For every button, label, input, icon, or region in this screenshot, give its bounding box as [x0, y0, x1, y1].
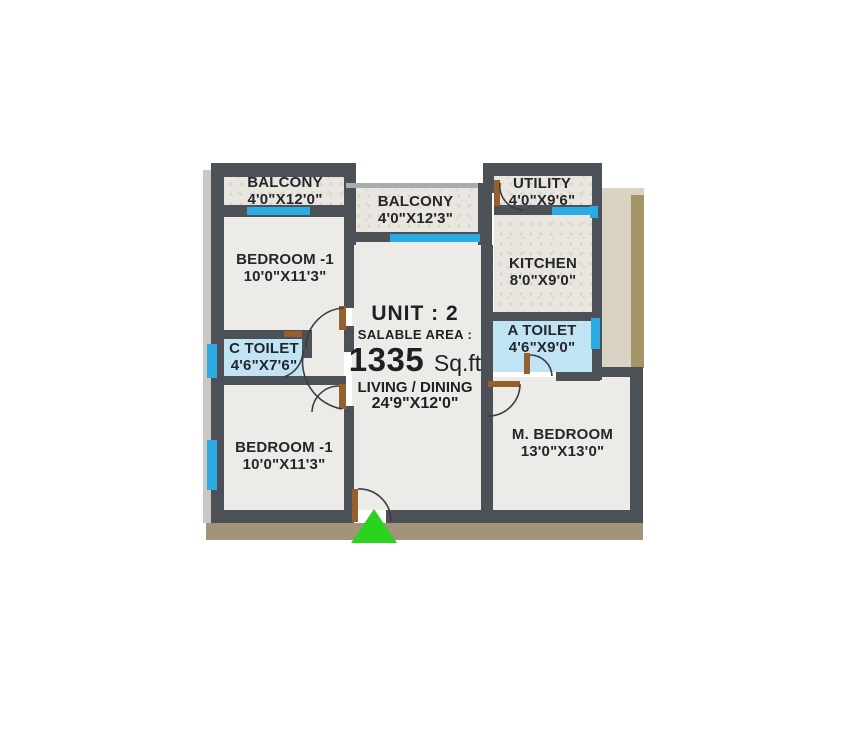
area-unit: Sq.ft	[433, 349, 482, 376]
door-jamb	[352, 489, 358, 522]
room-name: BEDROOM -1	[235, 439, 333, 456]
room-dims: 10'0"X11'3"	[243, 267, 327, 285]
salable-area-value: 1335 Sq.ft	[334, 340, 496, 378]
room-a-toilet: A TOILET 4'6"X9'0"	[491, 322, 593, 357]
window	[590, 206, 598, 218]
window	[207, 440, 217, 490]
wall	[211, 163, 352, 177]
wall	[483, 163, 494, 193]
wall	[630, 367, 643, 523]
wall	[344, 406, 354, 523]
door-jamb	[524, 353, 530, 374]
door-arc	[499, 182, 524, 211]
room-utility: UTILITY 4'0"X9'6"	[492, 175, 592, 210]
c-toilet-floor	[224, 339, 302, 377]
wall	[344, 326, 354, 352]
window	[207, 344, 217, 378]
wall	[211, 510, 352, 523]
room-name: M. BEDROOM	[511, 426, 614, 443]
door-arc	[301, 349, 343, 410]
door-arc	[311, 385, 340, 413]
door-arc	[283, 349, 304, 378]
window	[591, 318, 600, 349]
area-number: 1335	[348, 340, 425, 378]
room-bedroom-1-bottom: BEDROOM -1 10'0"X11'3"	[224, 439, 344, 474]
window	[552, 207, 592, 215]
wall	[481, 372, 493, 512]
balcony-top-left-floor	[224, 176, 346, 206]
page-tan-strip	[631, 195, 644, 368]
room-dims: 10'0"X11'3"	[242, 455, 326, 473]
wall	[483, 312, 600, 321]
room-dims: 4'6"X9'0"	[508, 338, 576, 356]
room-m-bedroom: M. BEDROOM 13'0"X13'0"	[490, 426, 635, 461]
door-leaf	[488, 381, 520, 387]
wall	[481, 510, 643, 523]
wall	[344, 245, 354, 308]
wall	[598, 367, 643, 377]
door-arc	[487, 383, 521, 417]
room-name: C TOILET	[229, 340, 299, 357]
wall	[494, 205, 592, 215]
wall	[556, 372, 600, 381]
door-jamb	[339, 384, 346, 409]
living-dining-label: LIVING / DINING	[357, 379, 473, 397]
salable-area-label: SALABLE AREA :	[357, 327, 473, 343]
master-bedroom-floor	[490, 377, 635, 510]
window	[247, 207, 310, 215]
a-toilet-floor	[493, 320, 592, 372]
unit-title: UNIT : 2	[371, 302, 459, 325]
door-jamb	[494, 180, 500, 206]
wall	[211, 330, 312, 339]
wall	[211, 376, 346, 385]
room-dims: 4'0"X9'6"	[508, 191, 576, 209]
room-kitchen: KITCHEN 8'0"X9'0"	[494, 255, 592, 290]
room-balcony-top-left: BALCONY 4'0"X12'0"	[224, 174, 346, 209]
room-dims: 4'0"X12'3"	[377, 209, 454, 227]
room-dims: 4'6"X7'6"	[230, 356, 298, 374]
unit-info: UNIT : 2 SALABLE AREA : 1335 Sq.ft LIVIN…	[334, 302, 496, 413]
room-name: BALCONY	[377, 193, 454, 210]
entrance-arrow-icon	[351, 509, 397, 543]
room-dims: 8'0"X9'0"	[509, 271, 577, 289]
room-dims: 4'0"X12'0"	[247, 190, 323, 208]
room-bedroom-1-top: BEDROOM -1 10'0"X11'3"	[226, 251, 344, 286]
living-dining-dims: 24'9"X12'0"	[371, 395, 459, 413]
door-arc	[529, 354, 553, 377]
room-name: BEDROOM -1	[236, 251, 334, 268]
room-name: KITCHEN	[508, 255, 578, 272]
bottom-shadow-strip	[206, 523, 643, 540]
wall	[478, 183, 492, 245]
window	[390, 234, 480, 242]
door-jamb	[339, 306, 346, 330]
room-name: BALCONY	[247, 174, 323, 191]
wall	[386, 510, 481, 523]
wall	[483, 163, 600, 176]
room-c-toilet: C TOILET 4'6"X7'6"	[222, 340, 306, 375]
wall	[211, 163, 224, 523]
wall	[592, 163, 602, 380]
door-arc	[305, 307, 345, 349]
door-jamb	[284, 331, 302, 337]
room-dims: 13'0"X13'0"	[520, 442, 605, 460]
balcony-mid-floor	[352, 188, 478, 232]
wall	[302, 330, 312, 358]
wall	[346, 183, 486, 188]
room-name: UTILITY	[512, 175, 572, 192]
room-balcony-middle: BALCONY 4'0"X12'3"	[352, 193, 479, 228]
room-name: A TOILET	[507, 322, 577, 339]
